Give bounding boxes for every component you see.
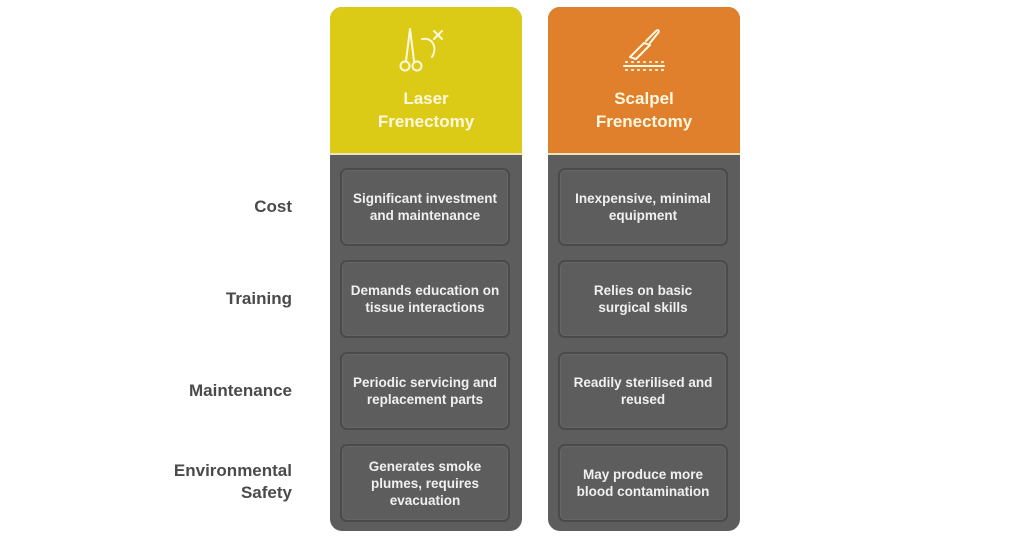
row-label-training: Training (225, 289, 292, 308)
cell-scalpel-maintenance: Readily sterilised and reused (558, 352, 728, 430)
column-title: Laser Frenectomy (377, 89, 475, 131)
cell-scalpel-environmental-safety: May produce more blood contamination (558, 444, 728, 522)
column-scalpel-frenectomy: Scalpel Frenectomy Inexpensive, minimal … (548, 7, 740, 531)
scissors-laser-icon (399, 28, 443, 72)
cell-laser-training: Demands education on tissue interactions (340, 260, 510, 338)
cell-laser-cost: Significant investment and maintenance (340, 168, 510, 246)
row-label-cost: Cost (254, 197, 292, 216)
column-laser-frenectomy: Laser Frenectomy Significant investment … (330, 7, 522, 531)
column-header-scalpel: Scalpel Frenectomy (548, 7, 740, 155)
cell-laser-environmental-safety: Generates smoke plumes, requires evacuat… (340, 444, 510, 522)
row-label-maintenance: Maintenance (189, 381, 292, 400)
column-header-laser: Laser Frenectomy (330, 7, 522, 155)
scalpel-incision-icon (623, 29, 665, 71)
column-title: Scalpel Frenectomy (595, 89, 693, 131)
cell-laser-maintenance: Periodic servicing and replacement parts (340, 352, 510, 430)
cell-scalpel-cost: Inexpensive, minimal equipment (558, 168, 728, 246)
cell-scalpel-training: Relies on basic surgical skills (558, 260, 728, 338)
row-label-environmental-safety: Environmental Safety (173, 461, 292, 502)
